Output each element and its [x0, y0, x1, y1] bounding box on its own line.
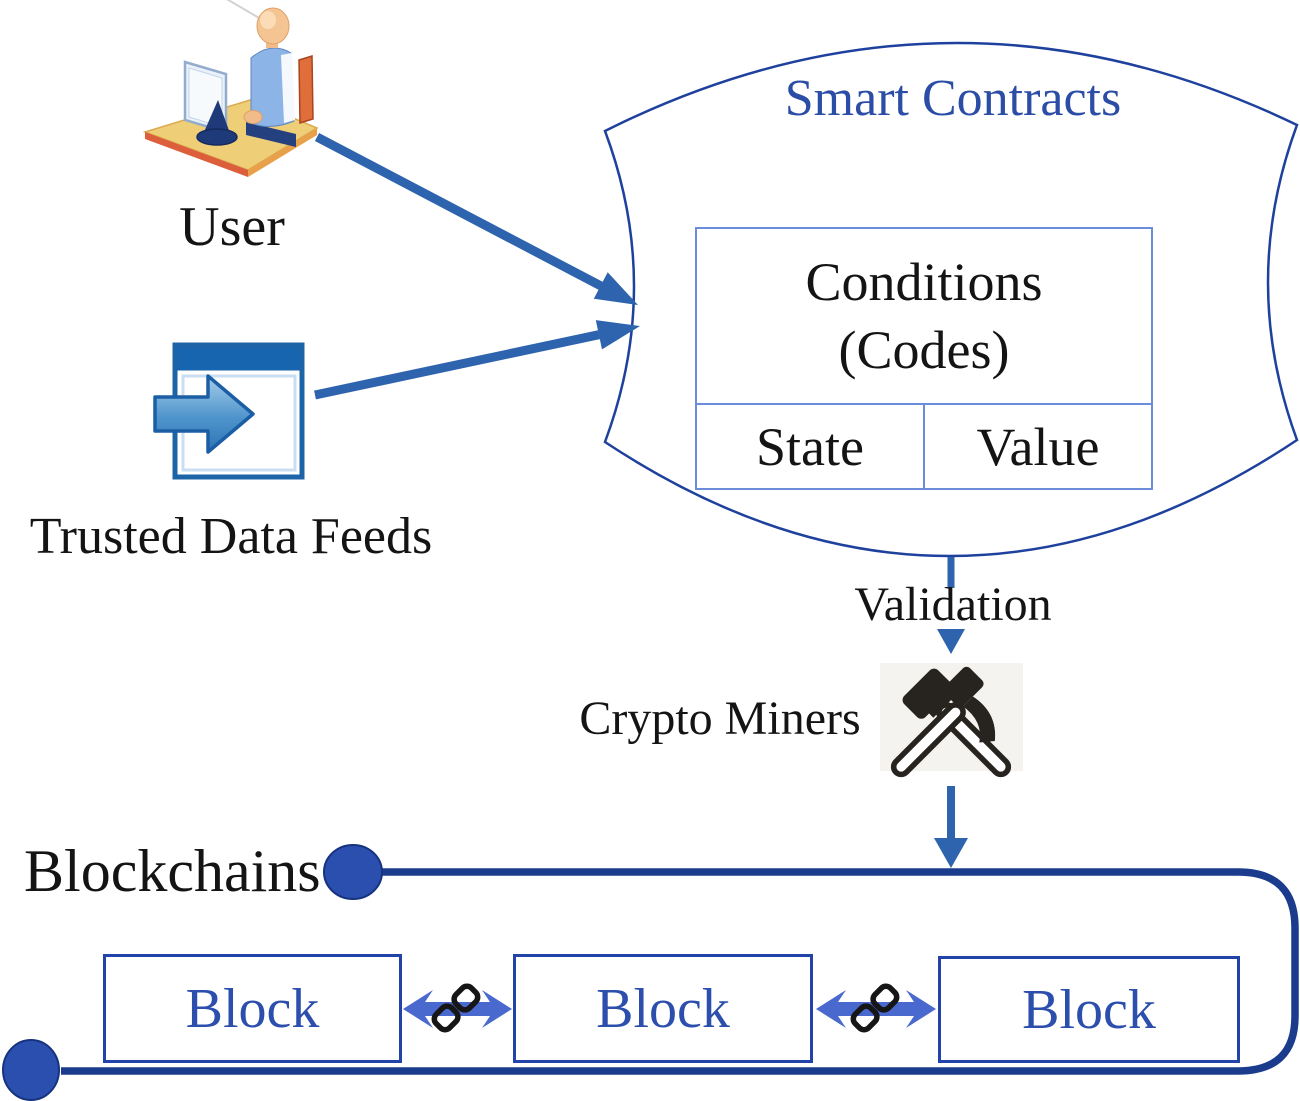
smart-contract-shape: [603, 41, 1299, 558]
user-at-computer-icon: [142, 0, 319, 177]
crossed-hammers-icon: [880, 663, 1023, 778]
arrow-feeds-to-contract: [314, 320, 640, 400]
smart-contracts-title: Smart Contracts: [784, 70, 1122, 127]
blockchain-end-node: [2, 1039, 60, 1101]
state-text: State: [756, 416, 864, 477]
chain-link-icon: [431, 983, 481, 1033]
blockchain-start-node: [323, 844, 383, 900]
state-cell: State: [697, 405, 925, 488]
blockchain-rail-line: [61, 868, 1299, 1075]
blockchains-label: Blockchains: [24, 838, 321, 904]
validation-label: Validation: [854, 578, 1052, 631]
block-label: Block: [185, 977, 320, 1040]
block-box-2: Block: [513, 954, 813, 1063]
double-arrow-block2-block3: [816, 990, 936, 1028]
validation-arrowhead: [937, 629, 965, 654]
block-box-1: Block: [103, 954, 402, 1063]
chain-link-icon: [850, 983, 900, 1033]
arrow-user-to-contract: [314, 133, 638, 305]
window-with-arrow-icon: [153, 342, 305, 480]
conditions-cell: Conditions (Codes): [697, 229, 1151, 405]
block-label: Block: [1022, 978, 1156, 1041]
arrow-miners-to-blockchain: [934, 786, 968, 868]
conditions-text: Conditions: [805, 252, 1043, 312]
block-label: Block: [596, 977, 730, 1040]
trusted-data-feeds-label: Trusted Data Feeds: [29, 508, 433, 565]
user-label: User: [179, 196, 285, 258]
crypto-miners-label: Crypto Miners: [579, 692, 861, 745]
value-text: Value: [976, 416, 1100, 477]
block-box-3: Block: [938, 956, 1240, 1063]
value-cell: Value: [925, 405, 1151, 488]
contract-table: Conditions (Codes) State Value: [695, 227, 1153, 490]
codes-text: (Codes): [838, 320, 1010, 380]
